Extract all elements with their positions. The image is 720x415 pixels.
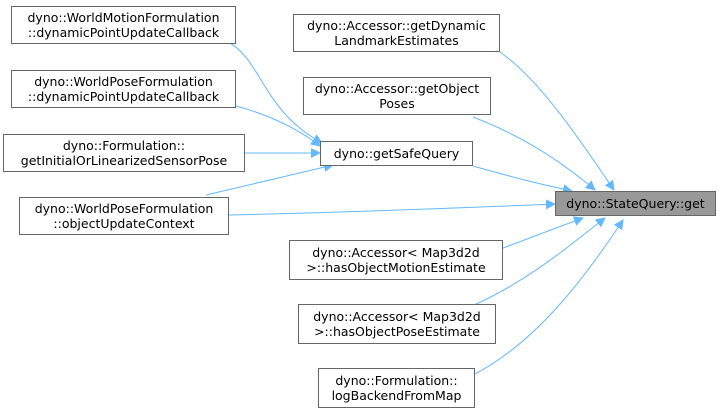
node-line-1: dyno::WorldPoseFormulation xyxy=(34,74,213,89)
edge-log-backend-to-target xyxy=(474,219,624,375)
caller-get-initial-or-linearized-sensor-pose[interactable]: dyno::Formulation:: getInitialOrLineariz… xyxy=(3,134,245,172)
node-label: dyno::getSafeQuery xyxy=(333,146,460,161)
helper-get-safe-query[interactable]: dyno::getSafeQuery xyxy=(320,141,473,166)
caller-has-object-motion-estimate[interactable]: dyno::Accessor< Map3d2d >::hasObjectMoti… xyxy=(289,240,503,280)
node-line-1: dyno::Accessor::getDynamic xyxy=(307,18,486,33)
caller-world-pose-dynamic-point-update[interactable]: dyno::WorldPoseFormulation ::dynamicPoin… xyxy=(11,70,236,108)
caller-log-backend-from-map[interactable]: dyno::Formulation:: logBackendFromMap xyxy=(318,368,475,408)
node-line-1: dyno::WorldPoseFormulation xyxy=(34,201,214,216)
edge-object-update-to-target xyxy=(228,199,556,216)
node-line-1: dyno::Accessor::getObject xyxy=(314,81,480,96)
node-line-2: ::dynamicPointUpdateCallback xyxy=(27,25,220,40)
edge-object-poses-to-target xyxy=(472,116,596,191)
node-line-1: dyno::Formulation:: xyxy=(335,373,458,388)
node-label: dyno::StateQuery::get xyxy=(566,196,705,211)
node-line-2: Poses xyxy=(379,96,415,111)
node-line-2: >::hasObjectPoseEstimate xyxy=(314,324,480,339)
node-line-1: dyno::WorldMotionFormulation xyxy=(27,10,220,25)
edge-dynamic-landmarks-to-target xyxy=(499,51,615,191)
edge-pose-estimate-to-target xyxy=(471,217,606,307)
target-state-query-get[interactable]: dyno::StateQuery::get xyxy=(555,191,716,216)
caller-object-update-context[interactable]: dyno::WorldPoseFormulation ::objectUpdat… xyxy=(19,197,229,235)
caller-has-object-pose-estimate[interactable]: dyno::Accessor< Map3d2d >::hasObjectPose… xyxy=(298,304,496,344)
node-line-1: dyno::Formulation:: xyxy=(62,138,186,153)
edge-object-update-to-safequery xyxy=(205,162,334,196)
edge-world-pose-dpu-to-safequery xyxy=(235,105,321,147)
node-line-2: >::hasObjectMotionEstimate xyxy=(306,260,486,275)
node-line-2: logBackendFromMap xyxy=(331,388,462,403)
caller-get-object-poses[interactable]: dyno::Accessor::getObject Poses xyxy=(303,77,491,115)
edge-safequery-to-target xyxy=(472,165,573,195)
node-line-2: getInitialOrLinearizedSensorPose xyxy=(20,153,228,168)
node-line-1: dyno::Accessor< Map3d2d xyxy=(312,245,480,260)
node-line-2: LandmarkEstimates xyxy=(334,33,459,48)
node-line-2: ::dynamicPointUpdateCallback xyxy=(27,89,220,104)
node-line-1: dyno::Accessor< Map3d2d xyxy=(313,309,481,324)
caller-world-motion-dynamic-point-update[interactable]: dyno::WorldMotionFormulation ::dynamicPo… xyxy=(11,6,236,44)
node-line-2: ::objectUpdateContext xyxy=(53,216,195,231)
caller-get-dynamic-landmark-estimates[interactable]: dyno::Accessor::getDynamic LandmarkEstim… xyxy=(293,14,500,52)
edge-world-motion-to-safequery xyxy=(227,41,323,144)
